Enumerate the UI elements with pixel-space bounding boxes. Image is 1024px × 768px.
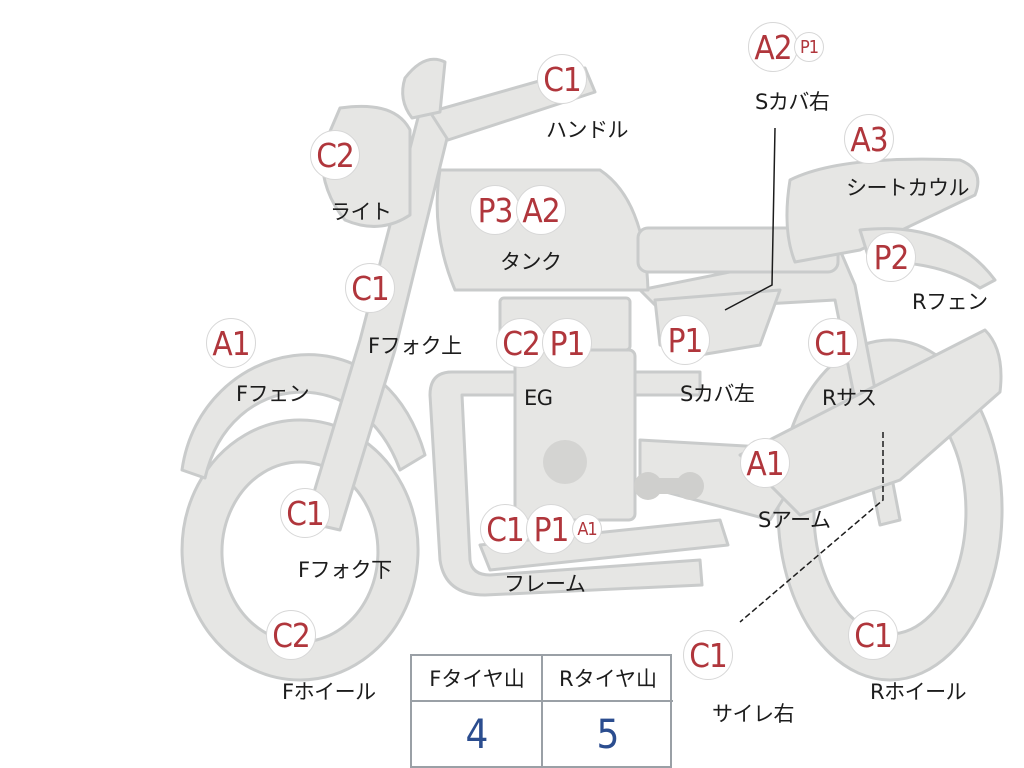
label-front-fender: Fフェン — [236, 382, 310, 406]
badge-frame-p1: P1 — [526, 504, 576, 554]
marker-swing-arm: A1 — [740, 438, 790, 488]
label-fork-upper: Fフォク上 — [368, 334, 462, 358]
marker-fork-lower: C1 — [280, 488, 330, 538]
label-rear-wheel: Rホイール — [870, 680, 967, 704]
engine-cover-circle — [543, 440, 587, 484]
marker-seat-cowl: A3 — [844, 114, 894, 164]
badge-frame-c1: C1 — [480, 504, 530, 554]
marker-front-fender: A1 — [206, 318, 256, 368]
badge-light-c2: C2 — [310, 130, 360, 180]
label-scover-left: Sカバ左 — [680, 382, 755, 406]
tread-header-rear: Rタイヤ山 — [543, 656, 673, 702]
engine-shape — [513, 348, 637, 522]
badge-muffler-right-c1: C1 — [683, 630, 733, 680]
label-seat-cowl: シートカウル — [846, 176, 970, 200]
tire-tread-table: Fタイヤ山 Rタイヤ山 4 5 — [410, 654, 673, 768]
badge-frame-a1: A1 — [572, 514, 602, 544]
label-swing-arm: Sアーム — [758, 508, 831, 532]
badge-front-wheel-c2: C2 — [266, 610, 316, 660]
footpeg-end-2 — [676, 472, 704, 500]
marker-frame: C1 P1 A1 — [480, 504, 602, 554]
label-scover-right: Sカバ右 — [755, 90, 830, 114]
marker-fork-upper: C1 — [345, 263, 395, 313]
label-muffler-right: サイレ右 — [712, 702, 795, 726]
tread-divider — [541, 656, 543, 768]
badge-rear-fender-p2: P2 — [866, 232, 916, 282]
label-fork-lower: Fフォク下 — [298, 558, 392, 582]
badge-engine-c2: C2 — [496, 318, 546, 368]
frame-shape — [428, 370, 704, 597]
marker-light: C2 — [310, 130, 360, 180]
marker-handle: C1 — [537, 54, 587, 104]
badge-tank-a2: A2 — [516, 185, 566, 235]
front-wheel-shape — [180, 418, 420, 682]
badge-front-fender-a1: A1 — [206, 318, 256, 368]
exhaust-shape — [478, 518, 730, 572]
badge-seat-cowl-a3: A3 — [844, 114, 894, 164]
badge-swing-arm-a1: A1 — [740, 438, 790, 488]
label-rear-suspension: Rサス — [822, 386, 877, 410]
tread-value-front: 4 — [465, 712, 489, 758]
badge-rear-suspension-c1: C1 — [808, 318, 858, 368]
badge-engine-p1: P1 — [542, 318, 592, 368]
badge-fork-lower-c1: C1 — [280, 488, 330, 538]
marker-rear-suspension: C1 — [808, 318, 858, 368]
tread-header-front: Fタイヤ山 — [412, 656, 542, 702]
marker-engine: C2 P1 — [496, 318, 592, 368]
marker-rear-fender: P2 — [866, 232, 916, 282]
marker-rear-wheel: C1 — [848, 610, 898, 660]
label-light: ライト — [330, 200, 392, 224]
badge-handle-c1: C1 — [537, 54, 587, 104]
label-front-wheel: Fホイール — [282, 680, 376, 704]
muffler-shape — [738, 328, 1003, 517]
marker-scover-right: A2 P1 — [748, 22, 824, 72]
label-engine: EG — [524, 386, 553, 410]
badge-rear-wheel-c1: C1 — [848, 610, 898, 660]
label-tank: タンク — [500, 250, 562, 274]
marker-scover-left: P1 — [660, 315, 710, 365]
seat-cowl-shape — [785, 157, 980, 264]
badge-tank-p3: P3 — [470, 185, 520, 235]
marker-tank: P3 A2 — [470, 185, 566, 235]
leader-muffler — [739, 432, 884, 623]
badge-scover-right-a2: A2 — [748, 22, 798, 72]
tread-value-rear: 5 — [596, 712, 620, 758]
label-rear-fender: Rフェン — [912, 290, 988, 314]
mirror-shape — [401, 57, 447, 120]
label-frame: フレーム — [504, 572, 586, 596]
leader-scover-right — [724, 127, 776, 311]
marker-front-wheel: C2 — [266, 610, 316, 660]
marker-muffler-right: C1 — [683, 630, 733, 680]
badge-fork-upper-c1: C1 — [345, 263, 395, 313]
footpeg-end — [634, 472, 662, 500]
badge-scover-left-p1: P1 — [660, 315, 710, 365]
badge-scover-right-p1: P1 — [794, 32, 824, 62]
label-handle: ハンドル — [546, 118, 629, 142]
